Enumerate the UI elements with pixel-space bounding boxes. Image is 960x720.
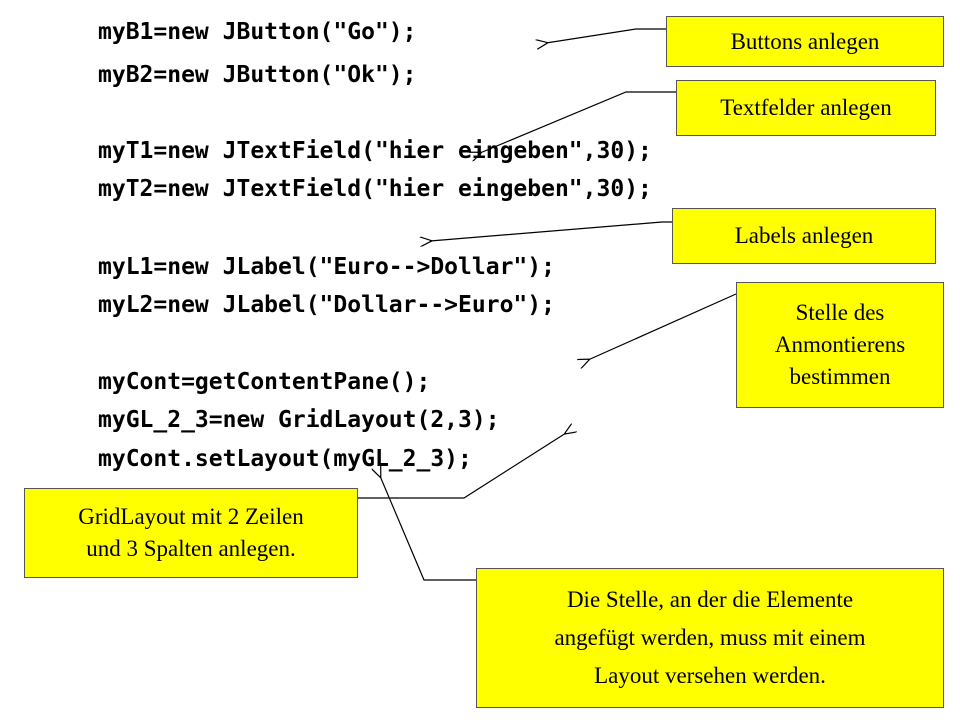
callout-buttons: Buttons anlegen: [666, 16, 944, 67]
arrow-layout: [380, 476, 476, 581]
callout-layout-line1: Die Stelle, an der die Elemente: [566, 587, 854, 612]
callout-gridlayout: GridLayout mit 2 Zeilen und 3 Spalten an…: [24, 488, 358, 578]
callout-layout-line2: angefügt werden, muss mit einem: [554, 625, 866, 650]
callout-layout-line3: Layout versehen werden.: [594, 663, 826, 688]
callout-gridlayout-line2: und 3 Spalten anlegen.: [86, 536, 296, 561]
callout-stelle-line2: Anmontierens: [774, 332, 906, 357]
code-line-t2: myT2=new JTextField("hier eingeben",30);: [98, 176, 652, 202]
callout-stelle-line1: Stelle des: [795, 300, 885, 325]
callout-labels-text: Labels anlegen: [734, 223, 874, 248]
callout-gridlayout-line1: GridLayout mit 2 Zeilen: [78, 504, 304, 529]
callout-labels: Labels anlegen: [672, 208, 936, 264]
arrow-textfields: [480, 91, 676, 153]
callout-stelle-line3: bestimmen: [789, 364, 891, 389]
arrow-stelle: [588, 293, 737, 360]
arrow-labels: [430, 221, 672, 241]
code-line-setlayout: myCont.setLayout(myGL_2_3);: [98, 446, 472, 472]
arrow-gridlayout: [358, 433, 566, 499]
callout-textfields-text: Textfelder anlegen: [720, 95, 892, 120]
code-line-b1: myB1=new JButton("Go");: [98, 19, 417, 45]
code-line-l2: myL2=new JLabel("Dollar-->Euro");: [98, 292, 555, 318]
code-line-t1: myT1=new JTextField("hier eingeben",30);: [98, 138, 652, 164]
arrow-buttons: [546, 28, 666, 43]
code-line-l1: myL1=new JLabel("Euro-->Dollar");: [98, 254, 555, 280]
callout-layout: Die Stelle, an der die Elemente angefügt…: [476, 568, 944, 708]
callout-stelle: Stelle des Anmontierens bestimmen: [736, 282, 944, 408]
callout-buttons-text: Buttons anlegen: [730, 28, 880, 54]
code-line-cont: myCont=getContentPane();: [98, 369, 431, 395]
code-line-gridlayout: myGL_2_3=new GridLayout(2,3);: [98, 407, 500, 433]
code-line-b2: myB2=new JButton("Ok");: [98, 62, 417, 88]
callout-textfields: Textfelder anlegen: [676, 80, 936, 136]
